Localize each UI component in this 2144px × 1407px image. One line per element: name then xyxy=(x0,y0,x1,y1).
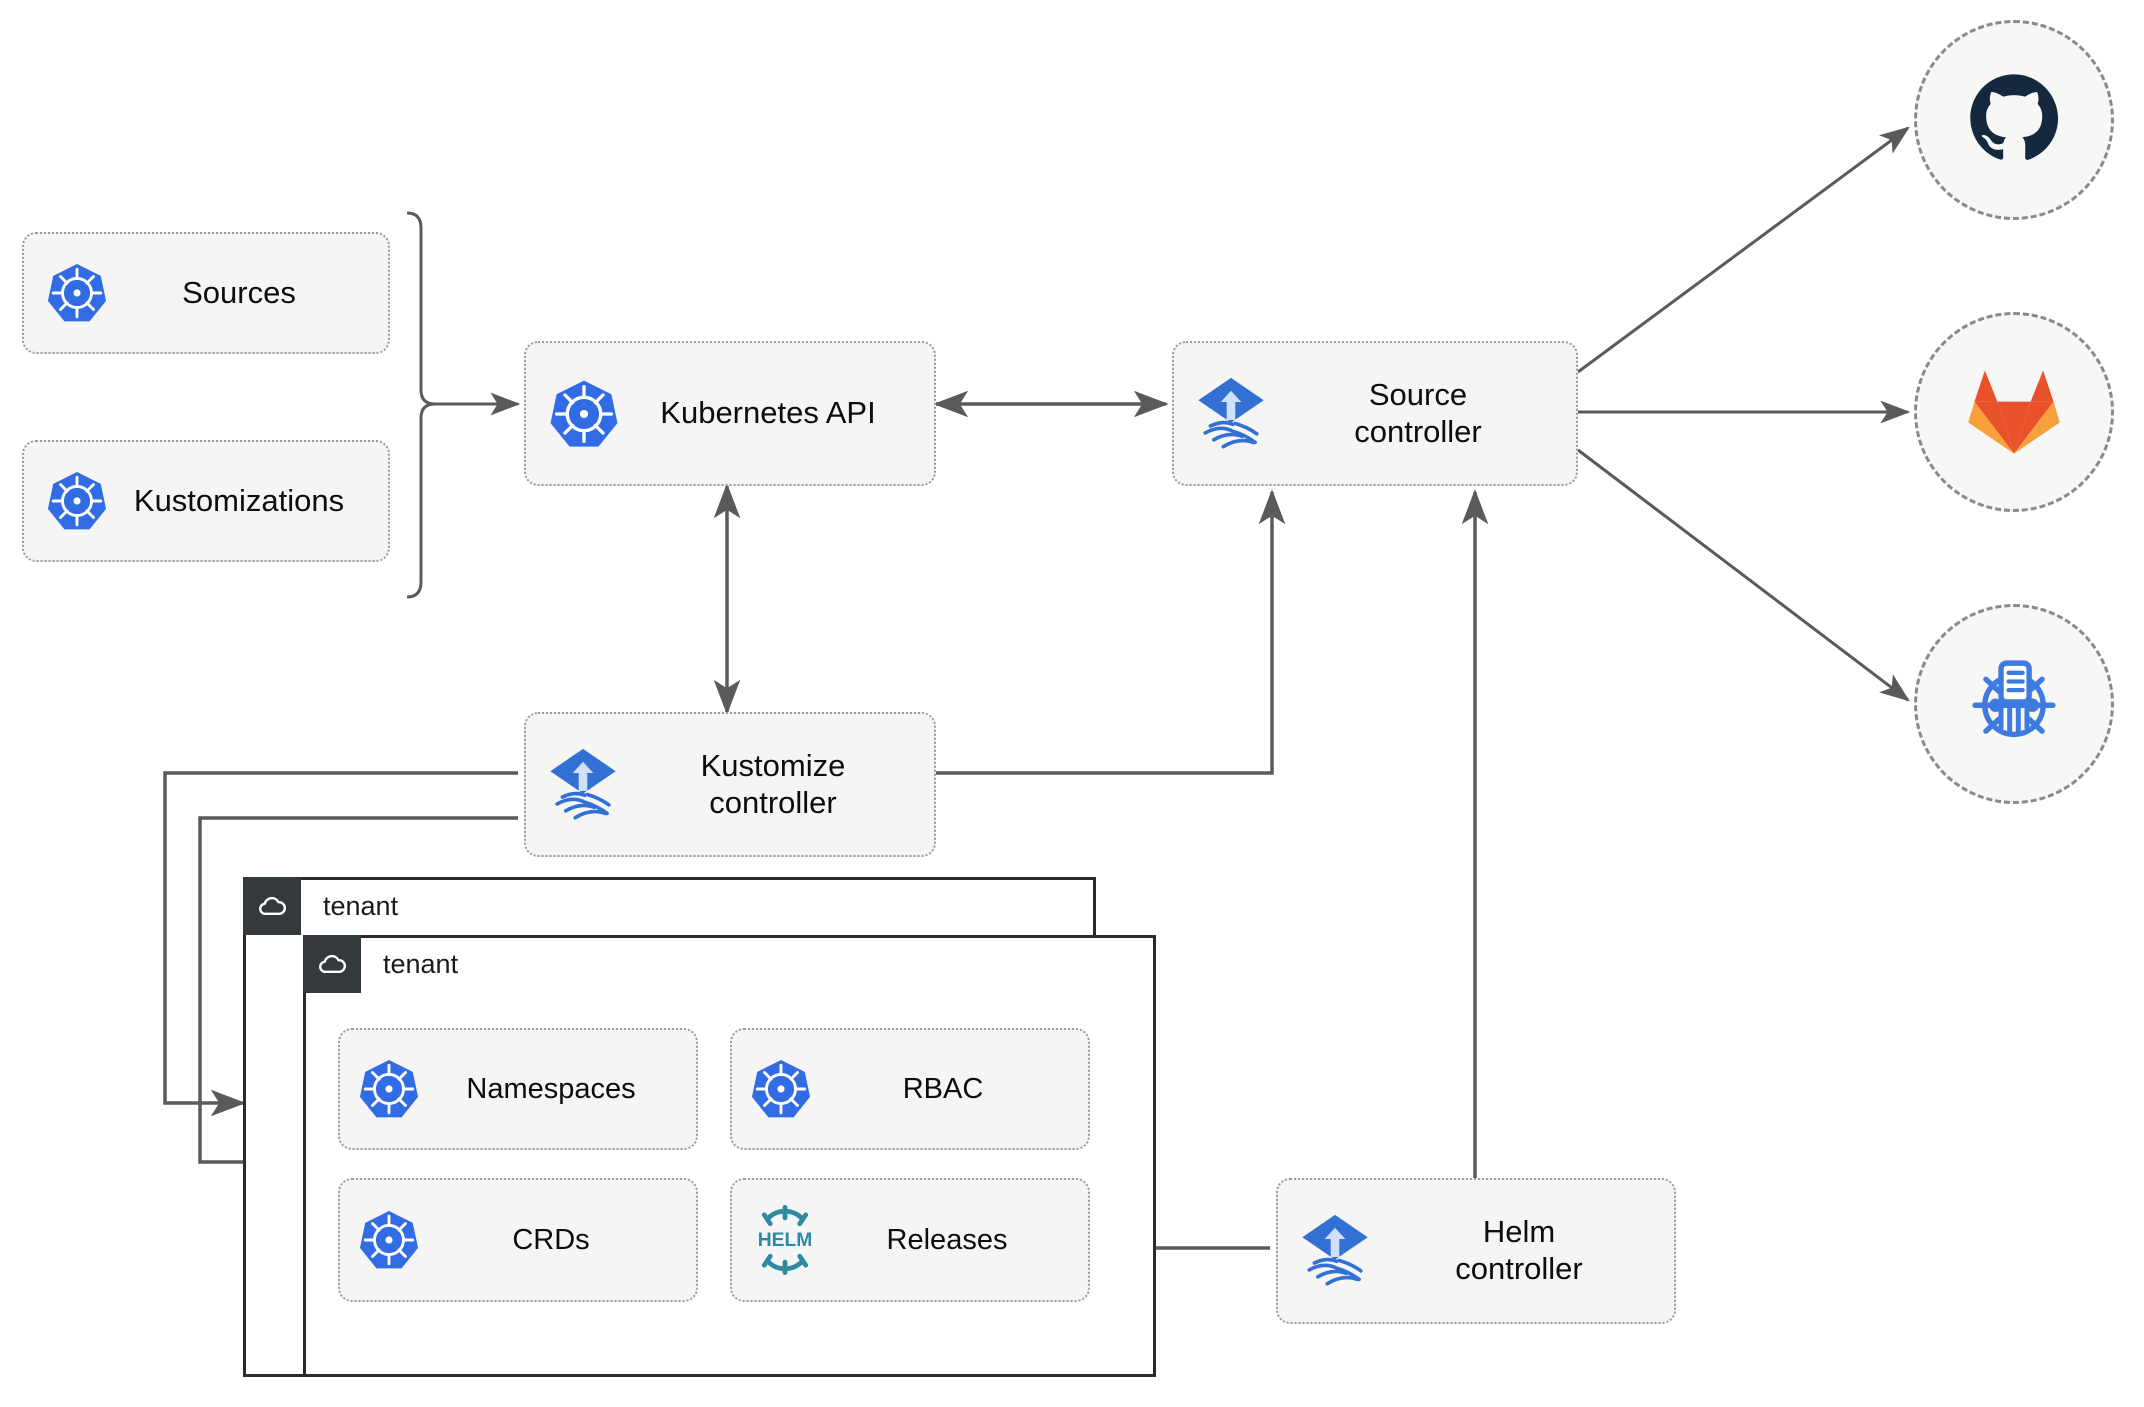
gitlab-icon xyxy=(1962,358,2066,467)
flux-icon xyxy=(1188,371,1274,457)
kubernetes-icon xyxy=(546,376,622,452)
tenant-label: tenant xyxy=(383,948,459,979)
custom-resources-bracket xyxy=(406,211,436,599)
tenant-panel-front-header: tenant xyxy=(303,935,458,993)
node-label: RBAC xyxy=(902,1072,984,1105)
github-icon xyxy=(1962,66,2066,175)
flux-icon xyxy=(1292,1208,1378,1294)
cloud-icon xyxy=(243,877,301,935)
kubernetes-icon xyxy=(356,1207,422,1273)
node-label: Kustomizations xyxy=(133,482,345,518)
kubernetes-icon xyxy=(44,468,110,534)
tenant-panel-back-header: tenant xyxy=(243,877,398,935)
cloud-icon xyxy=(303,935,361,993)
node-label: Source controller xyxy=(1354,376,1482,449)
external-source-gitlab[interactable] xyxy=(1914,312,2114,512)
helm-repository-icon xyxy=(1960,648,2068,761)
node-label: Releases xyxy=(886,1223,1008,1256)
node-kustomize-controller[interactable]: Kustomize controller xyxy=(524,712,936,857)
helm-icon: HELM xyxy=(748,1203,822,1277)
kubernetes-icon xyxy=(44,260,110,326)
flux-icon xyxy=(540,742,626,828)
node-sources[interactable]: Sources xyxy=(22,232,390,354)
node-namespaces[interactable]: Namespaces xyxy=(338,1028,698,1150)
node-kustomizations[interactable]: Kustomizations xyxy=(22,440,390,562)
edge-kustomize-to-source xyxy=(936,489,1286,775)
node-helm-controller[interactable]: Helm controller xyxy=(1276,1178,1676,1324)
external-source-helm-repository[interactable] xyxy=(1914,604,2114,804)
node-crds[interactable]: CRDs xyxy=(338,1178,698,1302)
node-label: Helm controller xyxy=(1455,1214,1583,1286)
kubernetes-icon xyxy=(356,1056,422,1122)
node-label: Namespaces xyxy=(466,1072,636,1105)
edge-source-to-bucket xyxy=(1577,448,1910,702)
kubernetes-icon xyxy=(748,1056,814,1122)
edge-source-to-github xyxy=(1577,126,1910,374)
tenant-label: tenant xyxy=(323,890,399,921)
node-kubernetes-api[interactable]: Kubernetes API xyxy=(524,341,936,486)
node-releases[interactable]: HELM Releases xyxy=(730,1178,1090,1302)
node-label: Kubernetes API xyxy=(660,395,876,431)
node-rbac[interactable]: RBAC xyxy=(730,1028,1090,1150)
external-source-github[interactable] xyxy=(1914,20,2114,220)
node-label: Kustomize controller xyxy=(700,747,846,820)
svg-text:HELM: HELM xyxy=(758,1230,813,1251)
node-label: Sources xyxy=(182,274,296,310)
node-source-controller[interactable]: Source controller xyxy=(1172,341,1578,486)
node-label: CRDs xyxy=(512,1223,590,1256)
tenant-panel-front[interactable] xyxy=(303,935,1156,1377)
